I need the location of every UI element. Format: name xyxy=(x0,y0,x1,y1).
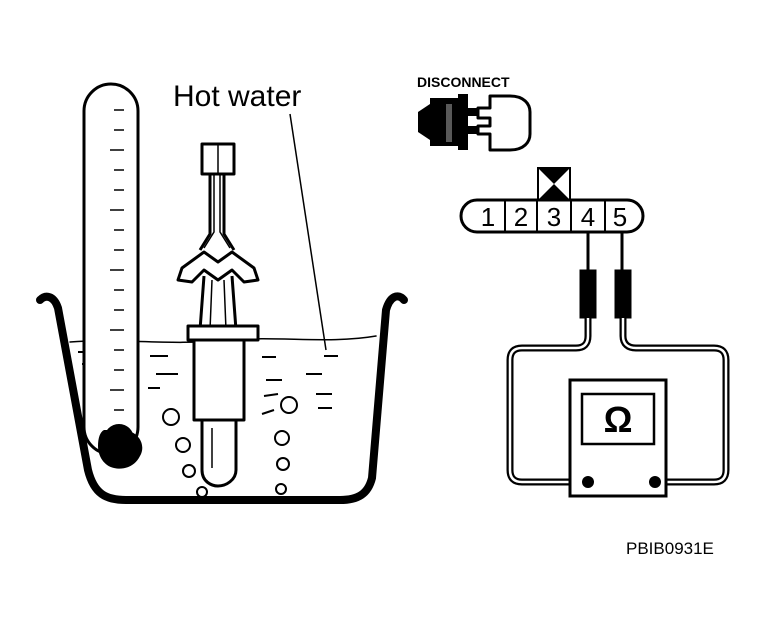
meter-terminal-negative xyxy=(582,476,594,488)
temperature-sensor-icon xyxy=(176,142,260,488)
terminal-5: 5 xyxy=(613,202,627,232)
disconnect-connector-icon xyxy=(418,94,532,152)
meter-terminal-positive xyxy=(649,476,661,488)
terminal-1: 1 xyxy=(481,202,495,232)
thermometer-icon xyxy=(82,82,143,469)
connector-face: 1 2 3 4 5 xyxy=(459,167,645,234)
terminal-4: 4 xyxy=(581,202,595,232)
disconnect-label: DISCONNECT xyxy=(417,74,510,90)
hot-water-label: Hot water xyxy=(173,80,301,113)
figure-code: PBIB0931E xyxy=(626,539,714,558)
terminal-3: 3 xyxy=(547,202,561,232)
test-leads xyxy=(506,232,730,486)
terminal-2: 2 xyxy=(514,202,528,232)
hot-water-leader-line xyxy=(289,113,327,351)
ohm-symbol: Ω xyxy=(604,399,633,440)
water-ripples xyxy=(78,351,338,415)
ohmmeter-icon: Ω xyxy=(568,378,668,498)
bubbles xyxy=(162,396,298,498)
